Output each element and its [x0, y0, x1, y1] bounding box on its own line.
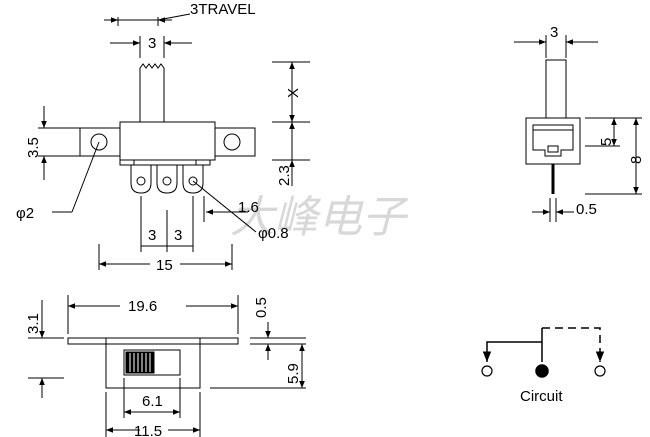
bottom-body: [105, 337, 201, 389]
d15-label: 15: [156, 257, 173, 274]
body-shape: [119, 121, 216, 161]
side-05-label: 0.5: [576, 201, 597, 218]
mount-hole-left: [90, 133, 108, 151]
circuit-label: Circuit: [520, 388, 563, 405]
front-view: [38, 13, 310, 270]
mount-hole-right: [223, 133, 241, 151]
d31-label: 3.1: [25, 313, 42, 334]
circuit-terminal-common: [535, 364, 549, 378]
bottom-slider: [125, 351, 155, 374]
circuit-diagram: [481, 327, 606, 378]
pitch-b-label: 3: [174, 227, 182, 244]
d196-label: 19.6: [128, 298, 157, 315]
d23-label: 2.3: [276, 165, 293, 186]
side-top-label: 3: [550, 24, 558, 41]
terminal-right: [182, 165, 204, 194]
bottom-flange: [67, 337, 239, 345]
top-width-label: 3: [148, 35, 156, 52]
right-flange: [214, 127, 256, 157]
leader-line: [157, 13, 191, 21]
watermark-text: 大峰电子: [230, 192, 409, 243]
d61-label: 6.1: [142, 393, 163, 410]
bottom-view: [28, 295, 306, 437]
side-actuator: [545, 59, 567, 119]
slider-ridges: [129, 353, 151, 372]
side-view: [514, 35, 642, 222]
pitch-a-label: 3: [148, 227, 156, 244]
side-inner: [532, 124, 574, 157]
circuit-terminal-right: [594, 365, 606, 377]
d05b-label: 0.5: [253, 297, 270, 318]
left-flange: [79, 127, 121, 157]
leader-line: [192, 180, 257, 233]
terminal-hole: [162, 176, 172, 186]
circuit-path-left: [482, 341, 542, 362]
x-label: X: [285, 88, 302, 98]
phi2-label: φ2: [16, 205, 34, 222]
phi08-label: φ0.8: [258, 225, 289, 242]
d35-label: 3.5: [25, 137, 42, 158]
terminal-middle: [156, 165, 178, 194]
bottom-slider-slot: [123, 349, 181, 376]
d115-label: 11.5: [134, 423, 162, 437]
terminal-hole: [188, 176, 198, 186]
housing-foot: [119, 160, 211, 166]
leader-line: [71, 141, 100, 213]
travel-label: 3TRAVEL: [190, 1, 256, 18]
terminal-hole: [136, 176, 146, 186]
circuit-path-right: [542, 327, 605, 362]
d16-label: 1.6: [238, 199, 259, 216]
side-5-label: 5: [598, 138, 615, 146]
d59-label: 5.9: [285, 363, 302, 384]
terminal-left: [130, 165, 152, 194]
circuit-terminal-left: [481, 365, 493, 377]
actuator-shape: [139, 63, 165, 123]
side-slot: [547, 145, 559, 153]
side-8-label: 8: [628, 156, 645, 164]
